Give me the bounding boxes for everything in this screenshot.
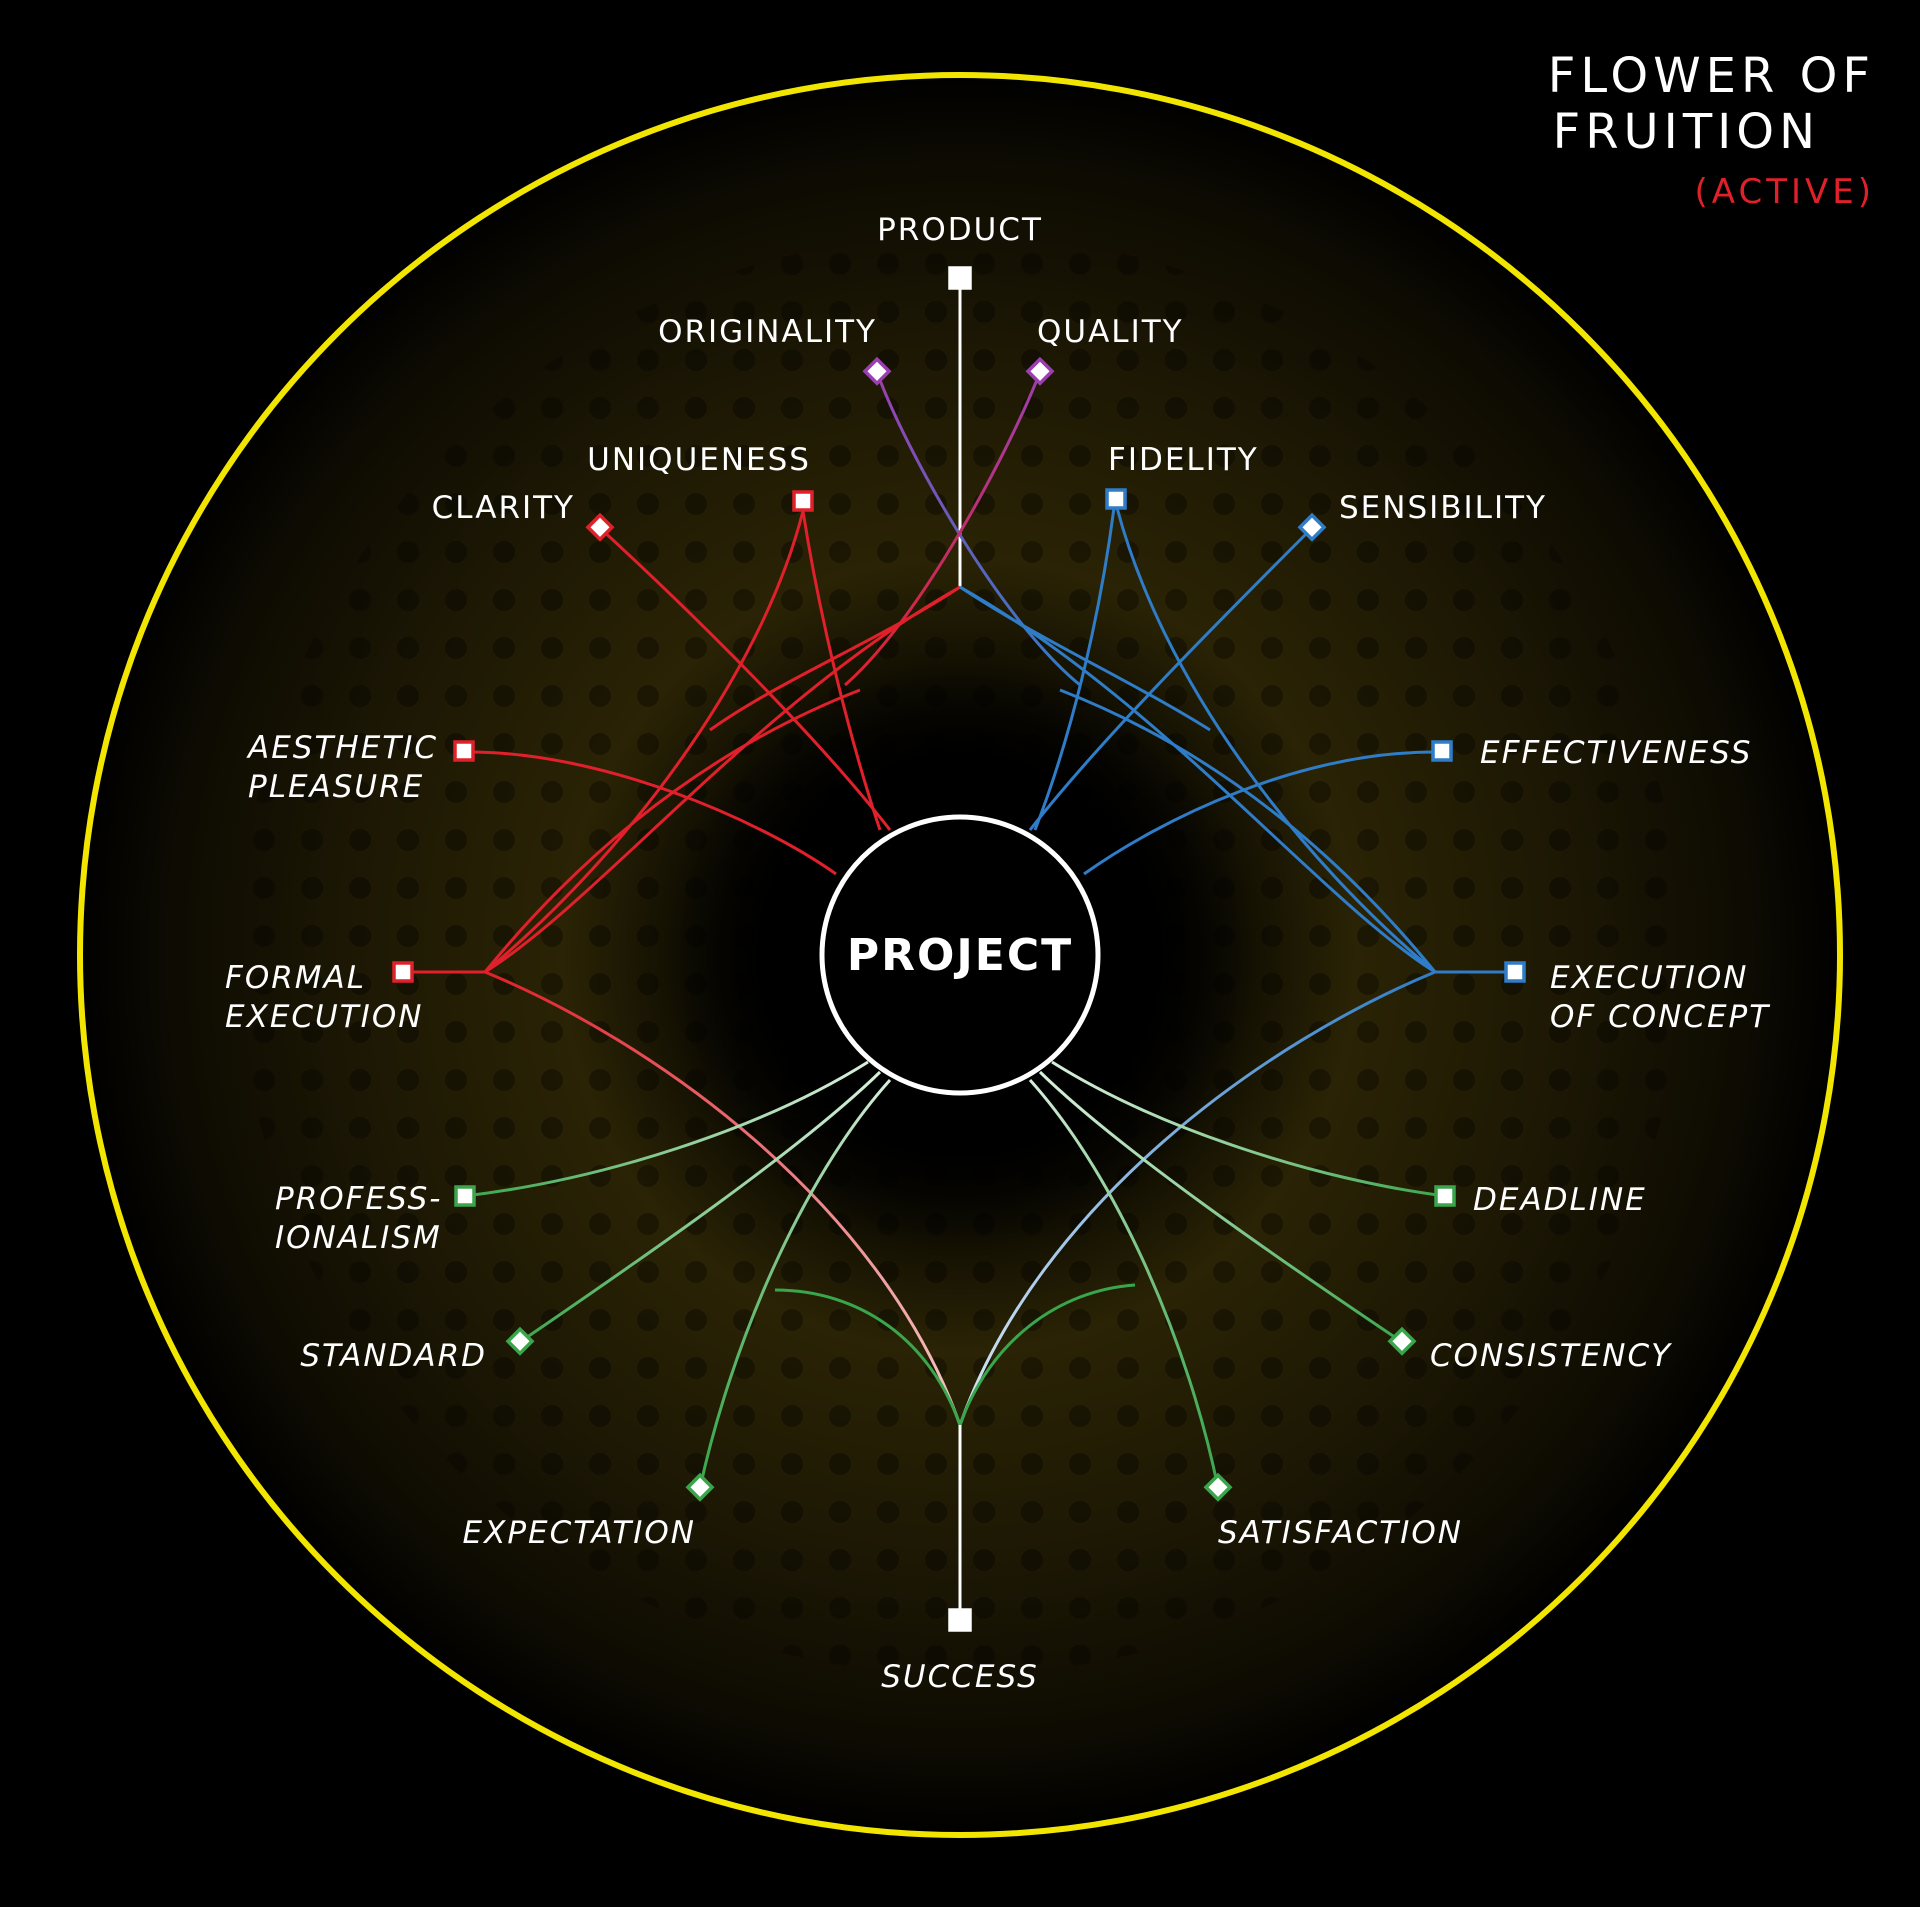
label-professionalism-1: PROFESS- xyxy=(275,1181,443,1217)
line-effectiveness xyxy=(1083,750,1443,876)
label-execution-of-concept-2: OF CONCEPT xyxy=(1550,999,1770,1035)
center-label: PROJECT xyxy=(847,930,1073,981)
label-success: SUCCESS xyxy=(881,1659,1039,1695)
marker-sensibility[interactable] xyxy=(1297,512,1327,542)
label-formal-execution-1: FORMAL xyxy=(225,960,366,996)
label-expectation: EXPECTATION xyxy=(463,1515,696,1551)
label-originality: ORIGINALITY xyxy=(658,314,877,350)
marker-satisfaction[interactable] xyxy=(1203,1472,1233,1502)
label-consistency: CONSISTENCY xyxy=(1430,1338,1672,1374)
marker-expectation[interactable] xyxy=(685,1472,715,1502)
line-professionalism xyxy=(464,1060,869,1198)
line-formal-success xyxy=(484,970,962,1426)
label-professionalism-2: IONALISM xyxy=(275,1220,442,1256)
marker-execution[interactable] xyxy=(1504,961,1526,983)
label-sensibility: SENSIBILITY xyxy=(1339,490,1547,526)
center-circle xyxy=(819,814,1101,1096)
line-execution-2 xyxy=(1059,688,1437,973)
node-markers xyxy=(392,266,1526,1632)
diagram-title: FLOWER OF FRUITION (ACTIVE) xyxy=(1548,48,1875,212)
line-satisfaction xyxy=(1028,1078,1220,1489)
line-execution-1 xyxy=(959,585,1436,974)
label-fidelity: FIDELITY xyxy=(1108,442,1259,478)
marker-uniqueness[interactable] xyxy=(792,490,814,512)
label-quality: QUALITY xyxy=(1037,314,1184,350)
label-product: PRODUCT xyxy=(877,212,1043,248)
line-consistency xyxy=(1038,1070,1403,1344)
label-clarity: CLARITY xyxy=(432,490,575,526)
marker-formal[interactable] xyxy=(392,961,414,983)
title-line-2: FRUITION xyxy=(1553,104,1820,160)
label-aesthetic-pleasure-2: PLEASURE xyxy=(248,769,424,805)
label-standard: STANDARD xyxy=(300,1338,487,1374)
label-aesthetic-pleasure-1: AESTHETIC xyxy=(246,730,438,766)
line-fidelity-2 xyxy=(1113,499,1436,974)
label-deadline: DEADLINE xyxy=(1473,1182,1647,1218)
line-formal-1 xyxy=(484,585,961,974)
marker-fidelity[interactable] xyxy=(1105,488,1127,510)
line-quality xyxy=(844,371,1042,687)
connector-lines xyxy=(410,282,1510,1620)
label-formal-execution-2: EXECUTION xyxy=(225,999,423,1035)
line-deadline xyxy=(1051,1060,1446,1198)
label-effectiveness: EFFECTIVENESS xyxy=(1480,735,1752,771)
marker-success[interactable] xyxy=(948,1608,972,1632)
label-uniqueness: UNIQUENESS xyxy=(587,442,811,478)
marker-standard[interactable] xyxy=(505,1326,535,1356)
line-sensibility xyxy=(1028,526,1314,831)
marker-quality[interactable] xyxy=(1025,356,1055,386)
line-fidelity-1 xyxy=(1033,499,1117,831)
line-clarity xyxy=(598,526,892,831)
line-uniqueness-2 xyxy=(484,510,805,974)
node-labels: PRODUCT ORIGINALITY QUALITY UNIQUENESS C… xyxy=(225,212,1770,1695)
marker-product[interactable] xyxy=(948,266,972,290)
marker-deadline[interactable] xyxy=(1434,1185,1456,1207)
marker-originality[interactable] xyxy=(862,356,892,386)
line-green-arc-right xyxy=(958,1283,1136,1426)
marker-aesthetic[interactable] xyxy=(453,740,475,762)
line-expectation xyxy=(698,1078,892,1489)
line-formal-2 xyxy=(483,688,861,973)
marker-consistency[interactable] xyxy=(1387,1326,1417,1356)
title-line-1: FLOWER OF xyxy=(1548,48,1875,104)
marker-professionalism[interactable] xyxy=(454,1185,476,1207)
title-status: (ACTIVE) xyxy=(1695,172,1875,212)
outer-ring xyxy=(77,72,1843,1838)
marker-effectiveness[interactable] xyxy=(1431,740,1453,762)
marker-clarity[interactable] xyxy=(585,512,615,542)
label-execution-of-concept-1: EXECUTION xyxy=(1550,960,1748,996)
line-standard xyxy=(519,1070,882,1344)
line-uniqueness-1 xyxy=(801,510,882,831)
line-execution-success xyxy=(958,970,1436,1426)
line-green-arc-left xyxy=(774,1288,962,1426)
label-satisfaction: SATISFACTION xyxy=(1218,1515,1463,1551)
center-node[interactable]: PROJECT xyxy=(819,814,1101,1096)
